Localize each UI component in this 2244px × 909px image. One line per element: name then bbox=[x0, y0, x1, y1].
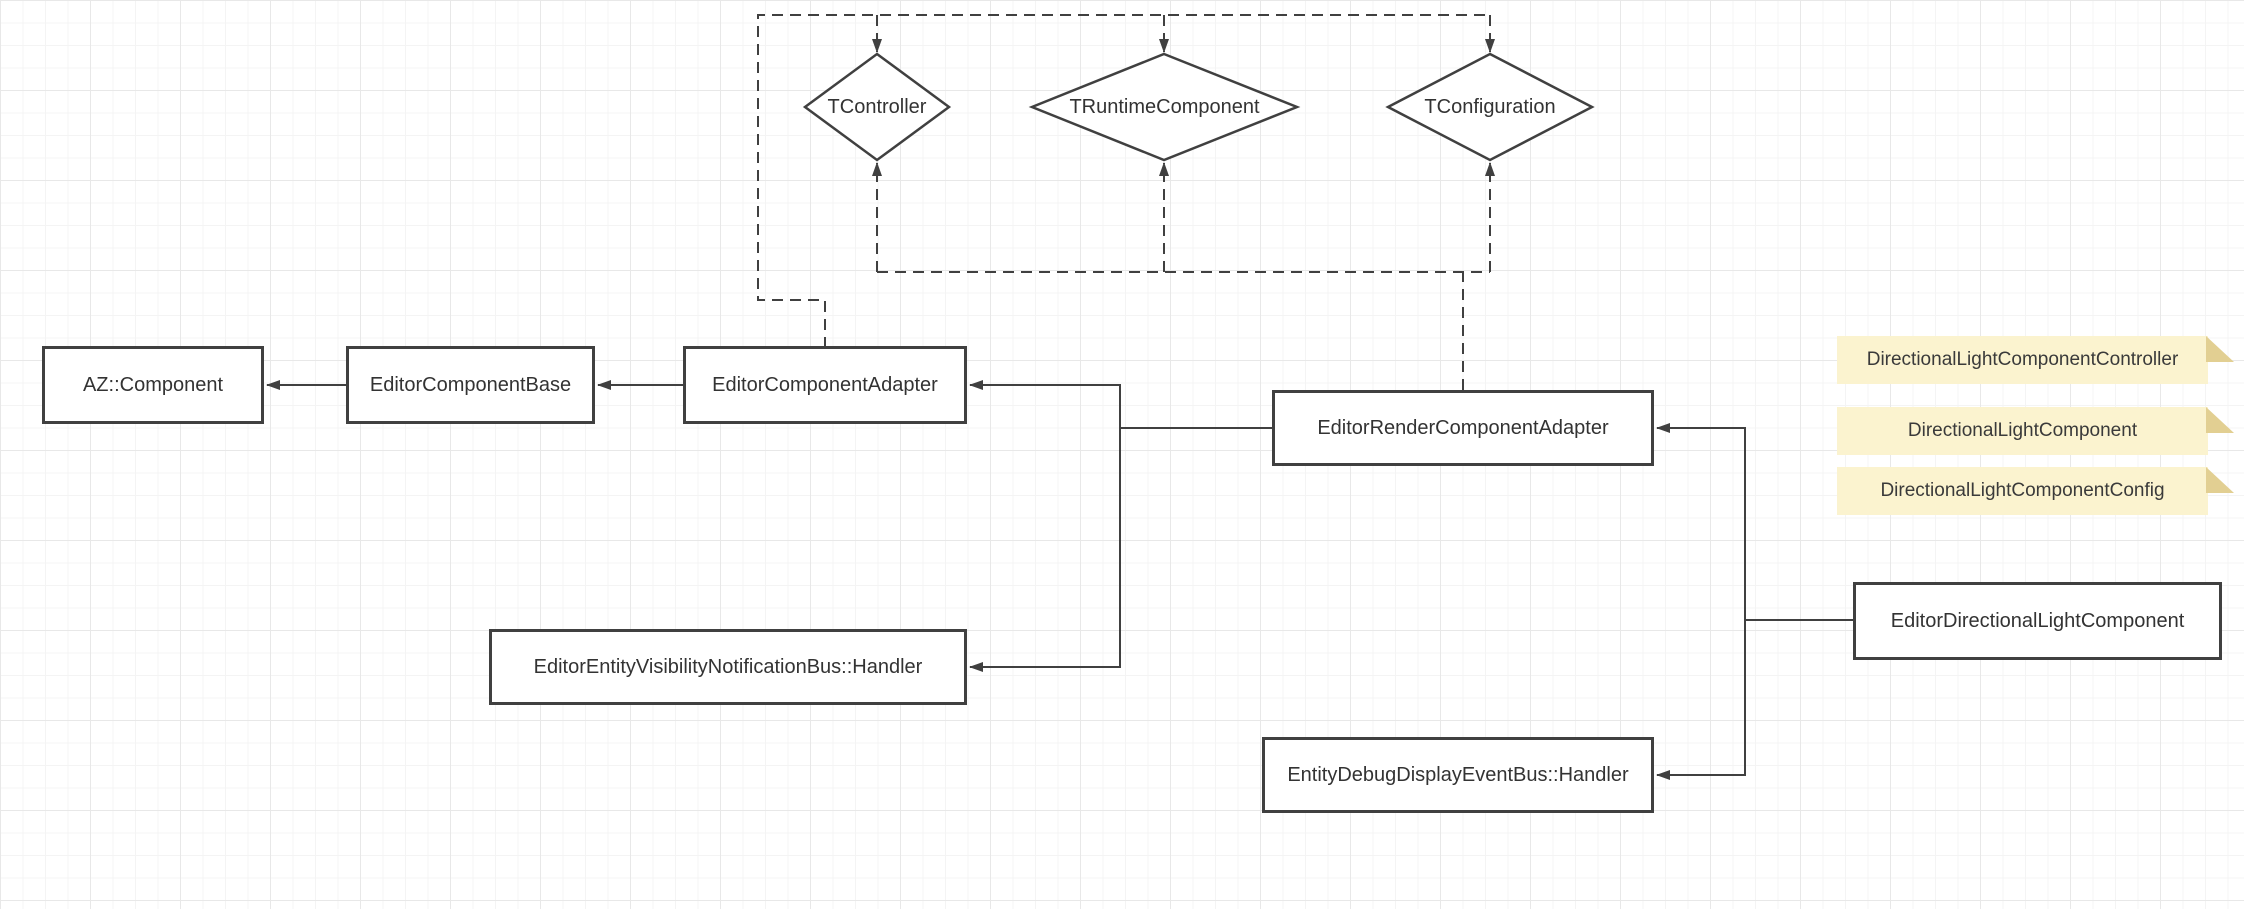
diamond-truntimecomponent[interactable] bbox=[1028, 52, 1301, 162]
class-box-label: EntityDebugDisplayEventBus::Handler bbox=[1287, 763, 1629, 786]
edge-editordirectionallight-to-editorrendercomponentadapter[interactable] bbox=[1656, 423, 1853, 621]
sticky-note-directional-light-component-controller[interactable]: DirectionalLightComponentController bbox=[1837, 336, 2234, 384]
class-box-editor-render-component-adapter[interactable]: EditorRenderComponentAdapter bbox=[1272, 390, 1654, 466]
class-box-editor-entity-visibility-notification-bus-handler[interactable]: EditorEntityVisibilityNotificationBus::H… bbox=[489, 629, 967, 705]
edge-editorcomponentadapter-to-templates-trunk[interactable] bbox=[757, 14, 1490, 348]
class-box-label: EditorDirectionalLightComponent bbox=[1890, 609, 2185, 632]
class-box-az-component[interactable]: AZ::Component bbox=[42, 346, 264, 424]
diamond-tcontroller[interactable] bbox=[802, 52, 952, 162]
class-box-label: EditorComponentBase bbox=[369, 373, 572, 396]
note-fold-corner-icon bbox=[2206, 407, 2234, 433]
edge-editorrendercomponentadapter-to-editorcomponentadapter[interactable] bbox=[969, 380, 1272, 429]
sticky-note-directional-light-component-config[interactable]: DirectionalLightComponentConfig bbox=[1837, 467, 2234, 515]
class-box-editor-directional-light-component[interactable]: EditorDirectionalLightComponent bbox=[1853, 582, 2222, 660]
sticky-note-label: DirectionalLightComponentConfig bbox=[1880, 480, 2165, 501]
edge-editordirectionallight-to-debugdisplaybus-handler[interactable] bbox=[1656, 619, 1853, 780]
edge-editorrendercomponentadapter-to-templates-trunk[interactable] bbox=[877, 271, 1490, 390]
sticky-note-directional-light-component[interactable]: DirectionalLightComponent bbox=[1837, 407, 2234, 455]
class-box-label: EditorComponentAdapter bbox=[712, 373, 938, 396]
class-box-label: EditorRenderComponentAdapter bbox=[1317, 416, 1609, 439]
class-box-editor-component-adapter[interactable]: EditorComponentAdapter bbox=[683, 346, 967, 424]
diamond-tconfiguration[interactable] bbox=[1385, 52, 1595, 162]
sticky-note-label: DirectionalLightComponent bbox=[1907, 420, 2138, 441]
class-box-label: AZ::Component bbox=[82, 373, 224, 396]
note-fold-corner-icon bbox=[2206, 336, 2234, 362]
note-fold-corner-icon bbox=[2206, 467, 2234, 493]
edge-editorrendercomponentadapter-to-visibilitybus-handler[interactable] bbox=[969, 427, 1272, 672]
class-box-editor-component-base[interactable]: EditorComponentBase bbox=[346, 346, 595, 424]
class-box-entity-debug-display-event-bus-handler[interactable]: EntityDebugDisplayEventBus::Handler bbox=[1262, 737, 1654, 813]
class-box-label: EditorEntityVisibilityNotificationBus::H… bbox=[533, 655, 923, 678]
sticky-note-label: DirectionalLightComponentController bbox=[1866, 349, 2179, 370]
